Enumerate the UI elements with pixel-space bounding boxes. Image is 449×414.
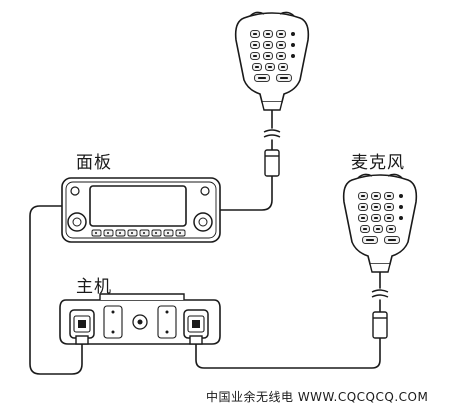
panel-display (89, 185, 187, 227)
body-to-mic2-cable (195, 337, 381, 369)
label-main-unit: 主机 (76, 277, 112, 297)
label-microphone: 麦克风 (351, 153, 405, 173)
inline-connectors (264, 149, 388, 339)
front-panel (61, 177, 221, 243)
panel-to-body-cable (29, 205, 83, 375)
mic1-inline-connector (264, 149, 280, 177)
panel-right-knob (193, 212, 213, 232)
cables (29, 99, 381, 375)
microphone-1 (234, 11, 310, 111)
mic2-inline-connector (372, 311, 388, 339)
break-marks (263, 129, 389, 298)
plugs (75, 335, 203, 345)
panel-left-knob (67, 212, 87, 232)
microphone-2 (342, 173, 418, 273)
footer-watermark: 中国业余无线电 WWW.CQCQCQ.COM (206, 390, 429, 404)
mic1-cable-lower (219, 139, 273, 211)
main-unit (59, 293, 221, 345)
label-panel: 面板 (76, 153, 112, 173)
